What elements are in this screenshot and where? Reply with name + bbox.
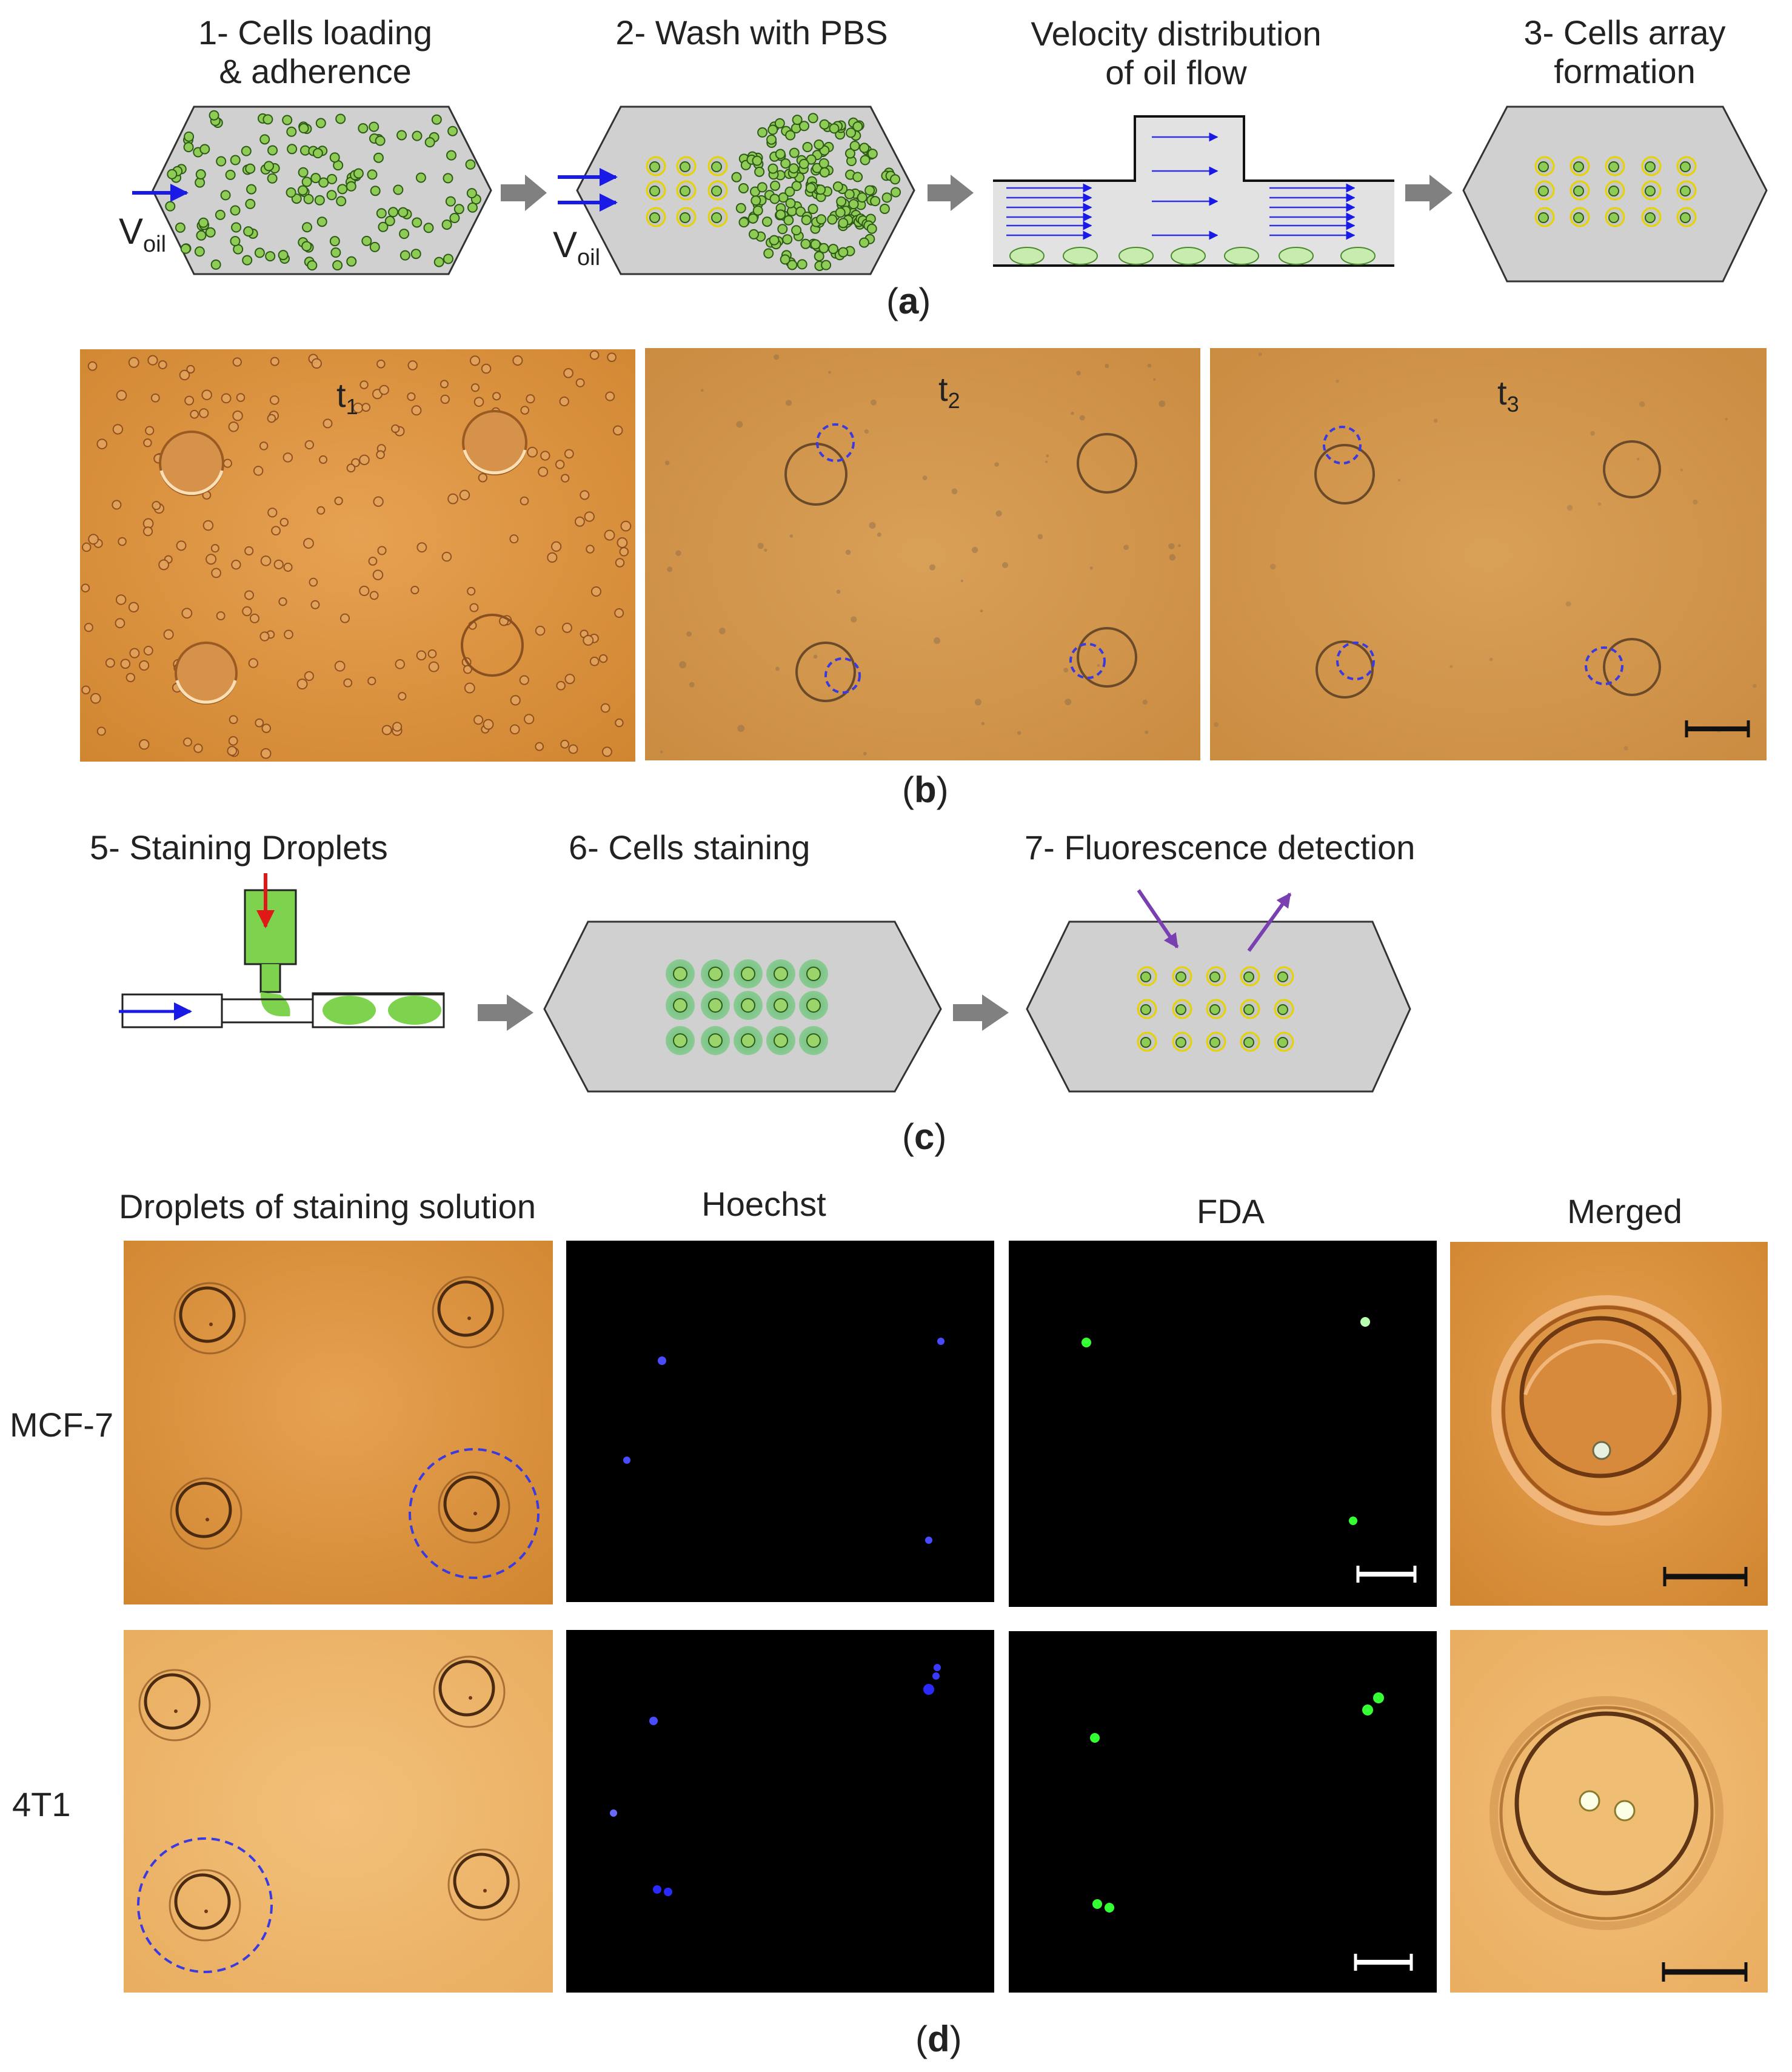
velocity-label-line1: Velocity distribution [1031, 15, 1322, 53]
micrograph-t2 [645, 348, 1200, 760]
scale-bar-merged-1 [1663, 1567, 1748, 1586]
4t1-droplets-image [124, 1630, 553, 1993]
panel-tag-b: (b) [902, 769, 949, 810]
panel-tag-c: (c) [902, 1116, 947, 1157]
velocity-arrows-group [1006, 132, 1356, 240]
t2-label: t2 [938, 370, 960, 414]
step3-label-line2: formation [1554, 52, 1696, 90]
col-label-droplets: Droplets of staining solution [119, 1187, 536, 1225]
v-oil-label-2: Voil [553, 224, 601, 271]
micrograph-t1 [80, 349, 635, 762]
step2-label: 2- Wash with PBS [615, 13, 888, 52]
scale-bar-merged-2 [1662, 1962, 1748, 1982]
t1-label: t1 [336, 376, 358, 420]
4t1-fda-image [1009, 1631, 1437, 1993]
panel-tag-a: (a) [886, 281, 931, 321]
mcf7-hoechst-image [566, 1241, 994, 1602]
mcf7-fda-image [1009, 1241, 1437, 1607]
row-label-mcf7: MCF-7 [10, 1406, 114, 1444]
cells-wash-group [646, 113, 901, 271]
scale-bar-fda-2 [1354, 1954, 1413, 1971]
process-arrow-1 [501, 175, 547, 211]
step3-label-line1: 3- Cells array [1523, 13, 1726, 52]
scale-bar-fda-1 [1356, 1566, 1417, 1583]
scale-bar-b [1685, 720, 1750, 737]
mcf7-droplets-image [124, 1241, 553, 1604]
process-arrow-5 [953, 994, 1009, 1031]
excitation-arrow [1137, 889, 1179, 948]
v-oil-label-1: Voil [119, 211, 167, 258]
t3-label: t3 [1497, 374, 1519, 417]
4t1-hoechst-image [566, 1630, 994, 1993]
step6-label: 6- Cells staining [569, 828, 811, 867]
cells-array-group [1534, 156, 1697, 227]
adhered-cells-group [1009, 247, 1376, 265]
col-label-merged: Merged [1567, 1192, 1682, 1230]
col-label-hoechst: Hoechst [701, 1185, 826, 1223]
step1-label-line1: 1- Cells loading [198, 13, 432, 52]
process-arrow-2 [928, 175, 974, 211]
process-arrow-4 [478, 994, 533, 1031]
panel-tag-d: (d) [915, 2019, 962, 2059]
step5-label: 5- Staining Droplets [90, 828, 388, 867]
detected-cells-group [1137, 966, 1294, 1052]
4t1-merged-image [1450, 1630, 1768, 1993]
velocity-channel [993, 116, 1394, 264]
step7-label: 7- Fluorescence detection [1025, 828, 1416, 867]
emission-arrow [1247, 893, 1292, 952]
stained-cells-group [666, 959, 828, 1055]
step1-label-line2: & adherence [219, 52, 412, 90]
process-arrow-3 [1405, 175, 1453, 211]
mcf7-merged-image [1450, 1242, 1768, 1606]
cells-loading-group [165, 110, 481, 271]
micrograph-t3 [1210, 348, 1767, 760]
staining-droplet-generator [119, 873, 445, 1028]
col-label-fda: FDA [1197, 1192, 1265, 1230]
row-label-4t1: 4T1 [12, 1785, 71, 1823]
velocity-channel-walls [993, 115, 1394, 267]
velocity-label-line2: of oil flow [1105, 53, 1247, 92]
